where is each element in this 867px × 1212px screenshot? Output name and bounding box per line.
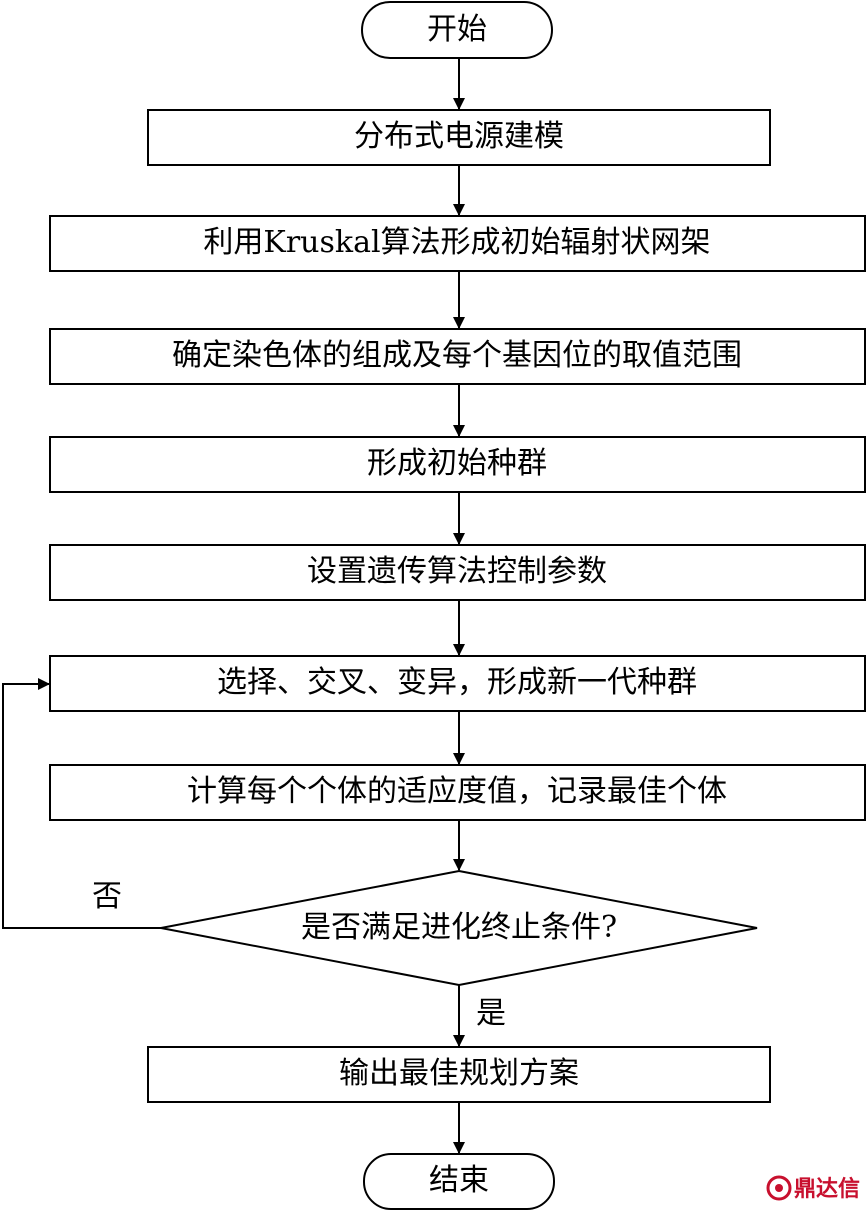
step-4-label: 形成初始种群 [367, 446, 547, 481]
connectors [2, 58, 465, 1154]
decision-diamond: 是否满足进化终止条件? [160, 869, 758, 987]
arrow-decision-no-loop [2, 678, 161, 929]
process-step-7: 计算每个个体的适应度值，记录最佳个体 [49, 764, 866, 821]
yes-branch-label: 是 [476, 996, 506, 1031]
output-label: 输出最佳规划方案 [339, 1056, 579, 1091]
step-2-label: 利用Kruskal算法形成初始辐射状网架 [203, 225, 710, 260]
decision-label: 是否满足进化终止条件? [301, 910, 617, 945]
step-7-label: 计算每个个体的适应度值，记录最佳个体 [187, 774, 727, 809]
watermark-logo: 鼎达信 [766, 1175, 860, 1202]
watermark-icon [766, 1175, 792, 1201]
process-step-4: 形成初始种群 [49, 436, 866, 493]
process-step-5: 设置遗传算法控制参数 [49, 544, 866, 601]
step-1-label: 分布式电源建模 [354, 119, 564, 154]
no-branch-label: 否 [92, 879, 122, 914]
step-6-label: 选择、交叉、变异，形成新一代种群 [217, 665, 697, 700]
process-step-1: 分布式电源建模 [147, 109, 771, 166]
step-5-label: 设置遗传算法控制参数 [307, 554, 607, 589]
start-label: 开始 [427, 12, 487, 47]
start-terminator: 开始 [361, 1, 553, 59]
step-3-label: 确定染色体的组成及每个基因位的取值范围 [172, 338, 742, 373]
process-step-3: 确定染色体的组成及每个基因位的取值范围 [49, 328, 866, 385]
process-step-2: 利用Kruskal算法形成初始辐射状网架 [49, 215, 866, 272]
end-terminator: 结束 [363, 1153, 555, 1210]
process-step-6: 选择、交叉、变异，形成新一代种群 [49, 655, 866, 712]
output-step: 输出最佳规划方案 [147, 1046, 771, 1103]
watermark-brand: 鼎达信 [794, 1176, 860, 1202]
end-label: 结束 [429, 1163, 489, 1198]
